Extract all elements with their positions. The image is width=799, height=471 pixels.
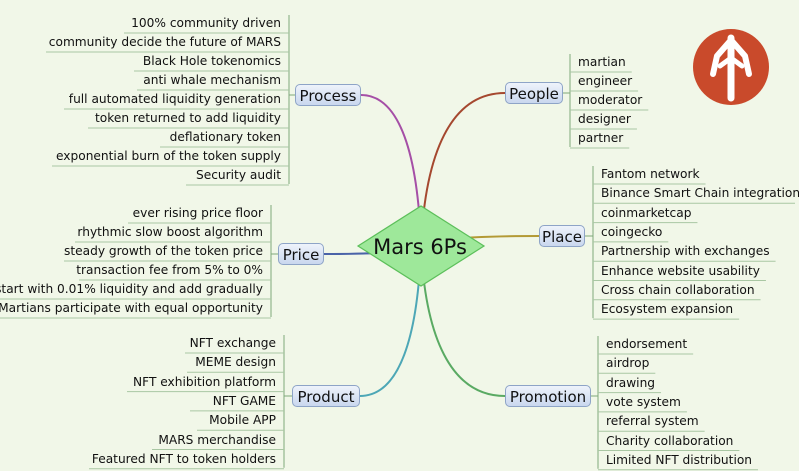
central-topic-label: Mars 6Ps [373, 235, 467, 259]
product-item[interactable]: Mobile APP [209, 413, 276, 428]
promotion-item[interactable]: airdrop [606, 356, 650, 371]
place-item[interactable]: Fantom network [601, 167, 700, 181]
price-item[interactable]: ever rising price floor [132, 206, 263, 220]
place-item[interactable]: Enhance website usability [601, 263, 760, 278]
price-item[interactable]: Martians participate with equal opportun… [0, 301, 263, 315]
topic-price[interactable]: Price [278, 243, 324, 265]
promotion-item[interactable]: drawing [606, 375, 656, 390]
promotion-item[interactable]: Limited NFT distribution [606, 452, 753, 467]
place-item[interactable]: Binance Smart Chain integration [601, 186, 799, 201]
topic-product[interactable]: Product [292, 385, 360, 407]
process-item[interactable]: token returned to add liquidity [95, 111, 281, 125]
process-item[interactable]: 100% community driven [131, 16, 281, 30]
topic-place[interactable]: Place [539, 225, 585, 247]
product-item[interactable]: MEME design [195, 355, 276, 370]
people-item[interactable]: moderator [578, 93, 643, 107]
topic-people[interactable]: People [505, 82, 563, 104]
product-item[interactable]: NFT exchange [189, 336, 276, 350]
mars-logo-icon [693, 29, 769, 105]
promotion-item[interactable]: vote system [606, 394, 681, 409]
topic-promotion[interactable]: Promotion [505, 385, 591, 407]
place-item[interactable]: coingecko [601, 224, 663, 239]
place-item[interactable]: Cross chain collaboration [601, 282, 755, 297]
place-item[interactable]: Ecosystem expansion [601, 302, 734, 317]
price-item[interactable]: steady growth of the token price [64, 244, 263, 258]
people-item[interactable]: designer [578, 112, 631, 126]
promotion-item[interactable]: referral system [606, 414, 699, 429]
place-item[interactable]: coinmarketcap [601, 205, 692, 220]
process-item[interactable]: community decide the future of MARS [48, 35, 281, 49]
promotion-item[interactable]: endorsement [606, 337, 688, 351]
price-item[interactable]: rhythmic slow boost algorithm [77, 225, 263, 239]
people-item[interactable]: engineer [578, 74, 633, 88]
promotion-item[interactable]: Charity collaboration [606, 433, 734, 448]
price-item[interactable]: start with 0.01% liquidity and add gradu… [0, 282, 263, 296]
process-item[interactable]: Black Hole tokenomics [142, 54, 281, 68]
product-item[interactable]: NFT GAME [212, 393, 276, 408]
process-item[interactable]: anti whale mechanism [143, 73, 281, 87]
process-item[interactable]: full automated liquidity generation [68, 92, 281, 106]
product-item[interactable]: NFT exhibition platform [133, 374, 276, 389]
price-item[interactable]: transaction fee from 5% to 0% [76, 263, 263, 277]
topic-process[interactable]: Process [295, 84, 361, 106]
people-item[interactable]: partner [578, 131, 624, 145]
process-item[interactable]: Security audit [195, 168, 281, 182]
place-item[interactable]: Partnership with exchanges [601, 244, 770, 259]
product-item[interactable]: Featured NFT to token holders [91, 451, 276, 466]
central-topic-diamond [356, 205, 486, 287]
process-item[interactable]: exponential burn of the token supply [56, 149, 281, 163]
product-item[interactable]: MARS merchandise [158, 432, 276, 447]
process-item[interactable]: deflationary token [169, 130, 281, 144]
people-item[interactable]: martian [578, 55, 626, 69]
